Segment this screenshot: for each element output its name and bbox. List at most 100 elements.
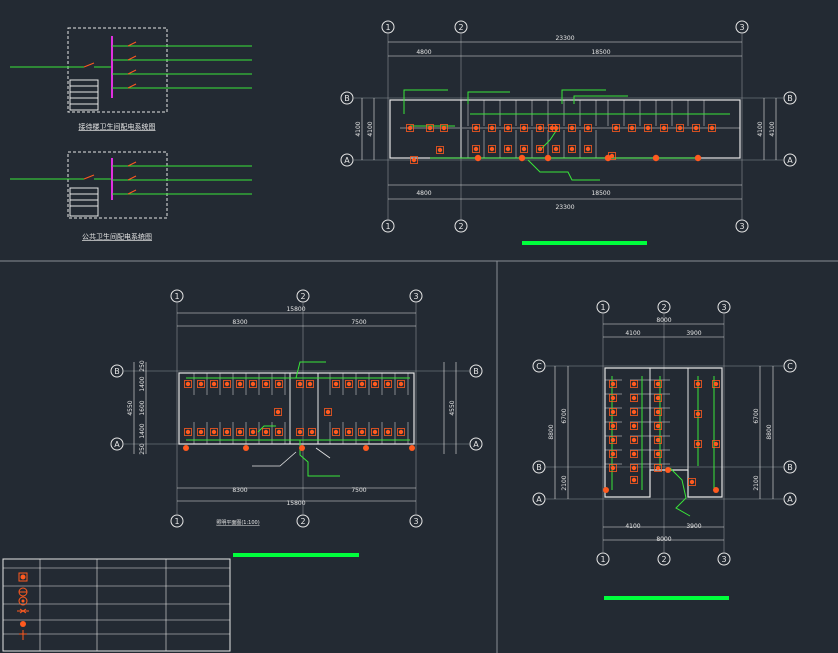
left-ceiling-light: [363, 445, 369, 451]
plan-top-dim-side-left-outer: 4100: [355, 121, 362, 136]
left-lamp: [397, 428, 405, 436]
right-ceiling-light: [713, 487, 719, 493]
top-ceiling-light: [694, 154, 702, 162]
right-lamp-dot: [610, 409, 616, 415]
right-lamp: [630, 436, 638, 444]
right-lamp-frame: [654, 394, 662, 402]
left-lamp-frame: [236, 428, 244, 436]
left-lamp: [345, 428, 353, 436]
left-lamp-frame: [308, 428, 316, 436]
left-lamp-dot: [398, 429, 404, 435]
top-lamp-frame: [568, 145, 576, 153]
right-lamp-frame: [654, 422, 662, 430]
plan-right-dim-total-top: 8000: [656, 317, 671, 324]
legend-table: [2, 558, 231, 652]
left-lamp-frame: [384, 428, 392, 436]
plan-right-axis-1-top: 1: [600, 303, 605, 312]
left-lamp-frame: [296, 380, 304, 388]
top-lamp-dot: [473, 125, 479, 131]
left-lamp: [262, 380, 270, 388]
right-lamp-dot: [610, 381, 616, 387]
top-lamp-frame: [692, 124, 700, 132]
right-lamp-frame: [654, 380, 662, 388]
top-lamp-dot: [585, 146, 591, 152]
left-lamp-dot: [398, 381, 404, 387]
plan-top-axis-3-top: 3: [739, 23, 744, 32]
top-lamp: [440, 124, 448, 132]
top-lamp: [612, 124, 620, 132]
top-lamp-dot: [569, 125, 575, 131]
plan-right-dim-right-bottom: 3900: [686, 523, 701, 530]
plan-left-dim-left-top: 8300: [232, 319, 247, 326]
left-lamp-frame: [197, 380, 205, 388]
plan-top-axis-2-top: 2: [458, 23, 463, 32]
right-lamp-dot: [610, 423, 616, 429]
top-ceiling-light: [544, 154, 552, 162]
right-lamp: [654, 464, 662, 472]
left-lamp-dot: [224, 429, 230, 435]
plan-top-dim-side-right-inner: 4100: [757, 121, 764, 136]
top-lamp: [410, 156, 418, 164]
left-lamp: [358, 380, 366, 388]
sheet-dividers: [0, 260, 838, 653]
top-lamp: [584, 145, 592, 153]
plan-right-dim-total-bottom: 8000: [656, 536, 671, 543]
left-lamp-frame: [249, 428, 257, 436]
plan-top-dim-total-top: 23300: [555, 35, 574, 42]
left-lamp-dot: [263, 381, 269, 387]
right-lamp-frame: [609, 408, 617, 416]
left-ceiling-light: [243, 445, 249, 451]
plan-left-dim-side-p3: 1600: [139, 400, 146, 415]
plan-top: 1 2 3 1 2 3 B A B A 23300 4800 18500 480…: [340, 20, 797, 245]
top-lamp-frame: [520, 124, 528, 132]
right-lamp-frame: [630, 422, 638, 430]
top-lamp: [692, 124, 700, 132]
left-lamp: [249, 380, 257, 388]
plan-top-dim-total-bottom: 23300: [555, 204, 574, 211]
right-lamp-dot: [689, 479, 695, 485]
top-lamp: [436, 146, 444, 154]
left-lamp: [262, 428, 270, 436]
plan-top-dim-side-right-outer: 4100: [769, 121, 776, 136]
plan-top-dim-side-left-inner: 4100: [367, 121, 374, 136]
plan-right-axis-3-top: 3: [721, 303, 726, 312]
right-lamp-frame: [609, 450, 617, 458]
top-lamp-dot: [585, 125, 591, 131]
left-lamp: [275, 380, 283, 388]
legend-symbol-fan-icon: [18, 596, 28, 606]
left-lamp-frame: [306, 380, 314, 388]
top-lamp-dot: [441, 125, 447, 131]
right-lamp-dot: [695, 441, 701, 447]
left-lamp-dot: [359, 429, 365, 435]
top-lamp-frame: [504, 145, 512, 153]
top-lamp: [504, 145, 512, 153]
top-lamp-frame: [628, 124, 636, 132]
top-lamp: [552, 145, 560, 153]
plan-left-dim-total-bottom: 15800: [286, 500, 305, 507]
plan-left-axis-a-left: A: [114, 440, 120, 449]
right-lamp-dot: [631, 451, 637, 457]
left-lamp-dot: [237, 381, 243, 387]
top-lamp-frame: [552, 145, 560, 153]
plan-top-axis-a-left: A: [344, 156, 350, 165]
top-lamp: [568, 145, 576, 153]
right-lamp-dot: [695, 381, 701, 387]
top-lamp: [548, 124, 556, 132]
left-lamp: [371, 428, 379, 436]
left-lamp: [296, 380, 304, 388]
left-lamp-frame: [262, 428, 270, 436]
left-lamp: [358, 428, 366, 436]
right-ceiling-light: [665, 467, 671, 473]
plan-left-axis-1-top: 1: [174, 292, 179, 301]
right-lamp-frame: [630, 464, 638, 472]
top-lamp-dot: [553, 125, 559, 131]
left-lamp: [332, 380, 340, 388]
right-lamp-dot: [655, 423, 661, 429]
plan-top-axis-3-bottom: 3: [739, 222, 744, 231]
right-lamp: [609, 422, 617, 430]
top-lamp-frame: [440, 124, 448, 132]
right-lamp-dot: [631, 437, 637, 443]
plan-left-bottom-label: 照明平面图(1:100): [216, 520, 259, 526]
left-lamp-dot: [198, 381, 204, 387]
right-lamp: [609, 450, 617, 458]
